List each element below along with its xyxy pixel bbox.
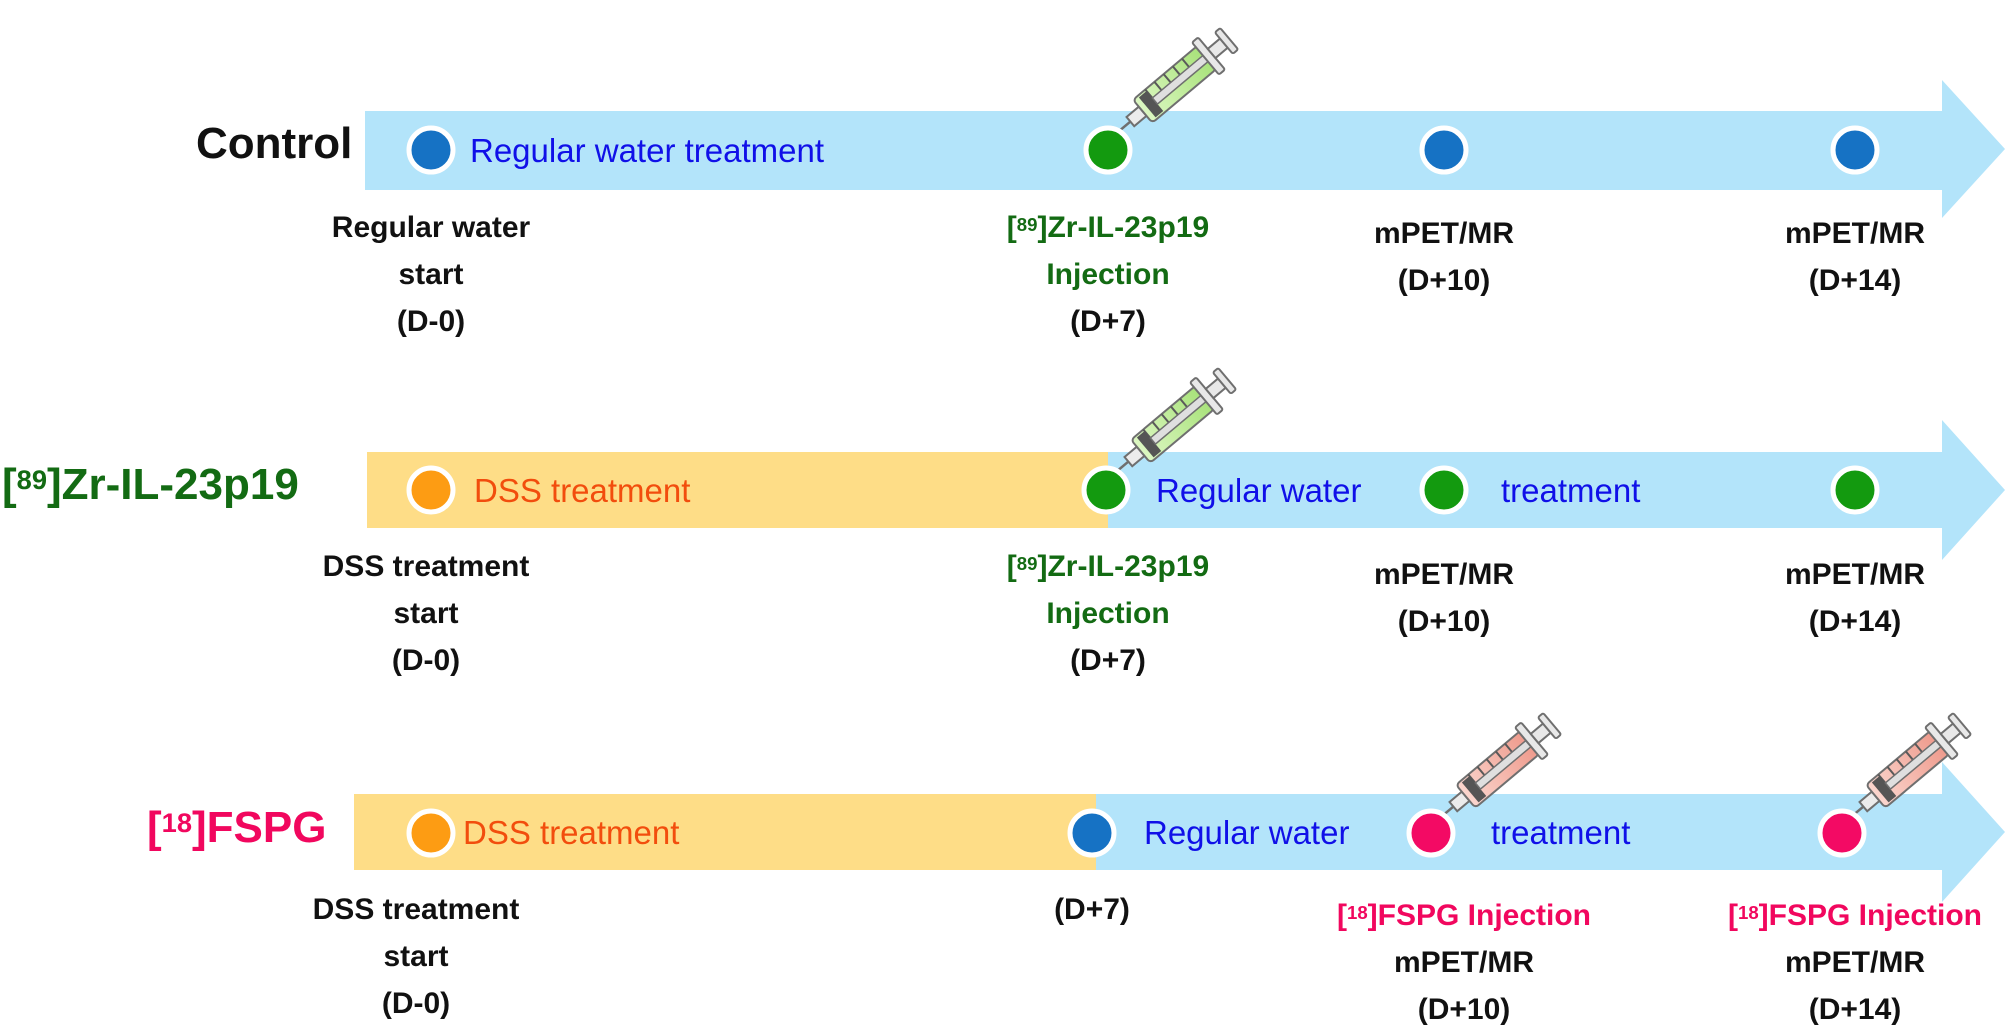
- bar-label-treatment: treatment: [1491, 814, 1631, 851]
- event-fspg-injection-d10: [18]FSPG Injection mPET/MR (D+10): [1336, 899, 1592, 1026]
- fspg-dss-bar: [354, 794, 1096, 870]
- zr-dss-bar: [367, 452, 1108, 528]
- row-label-zr-il23p19: [89]Zr-IL-23p19: [2, 460, 299, 509]
- event-mpet-mr-d10: mPET/MR (D+10): [1373, 558, 1515, 638]
- event-mpet-mr-d10: mPET/MR (D+10): [1373, 217, 1515, 297]
- bar-label-dss-treatment: DSS treatment: [474, 472, 691, 509]
- zr-water-arrow: [1100, 420, 2005, 560]
- event-regular-water-start: Regular water start (D-0): [331, 211, 531, 338]
- event-zr-injection: [89]Zr-IL-23p19 Injection (D+7): [1006, 211, 1210, 338]
- timeline-dot: [1830, 125, 1880, 175]
- timeline-dot: [1083, 125, 1133, 175]
- timeline-dot: [1406, 808, 1456, 858]
- timeline-dot: [1081, 465, 1131, 515]
- event-mpet-mr-d14: mPET/MR (D+14): [1784, 217, 1926, 297]
- event-d7: (D+7): [1054, 893, 1130, 926]
- event-dss-treatment-start: DSS treatment start (D-0): [322, 550, 530, 677]
- timeline-dot: [1817, 808, 1867, 858]
- timeline-dot: [406, 465, 456, 515]
- event-dss-treatment-start: DSS treatment start (D-0): [312, 893, 520, 1020]
- timeline-dot: [406, 125, 456, 175]
- bar-label-regular-water: Regular water: [1144, 814, 1350, 851]
- timeline-dot: [1419, 125, 1469, 175]
- fspg-water-arrow: [1090, 762, 2005, 902]
- bar-label-regular-water-treatment: Regular water treatment: [470, 132, 824, 169]
- row-label-control: Control: [196, 119, 353, 168]
- timeline-dot: [1830, 465, 1880, 515]
- event-zr-injection: [89]Zr-IL-23p19 Injection (D+7): [1006, 550, 1210, 677]
- event-mpet-mr-d14: mPET/MR (D+14): [1784, 558, 1926, 638]
- bar-label-treatment: treatment: [1501, 472, 1641, 509]
- timeline-dot: [1419, 465, 1469, 515]
- timeline-dot: [1067, 808, 1117, 858]
- bar-label-regular-water: Regular water: [1156, 472, 1362, 509]
- row-label-fspg: [18]FSPG: [147, 803, 327, 852]
- control-water-arrow: [365, 80, 2005, 218]
- bar-label-dss-treatment: DSS treatment: [463, 814, 680, 851]
- timeline-dot: [406, 808, 456, 858]
- event-fspg-injection-d14: [18]FSPG Injection mPET/MR (D+14): [1727, 899, 1983, 1026]
